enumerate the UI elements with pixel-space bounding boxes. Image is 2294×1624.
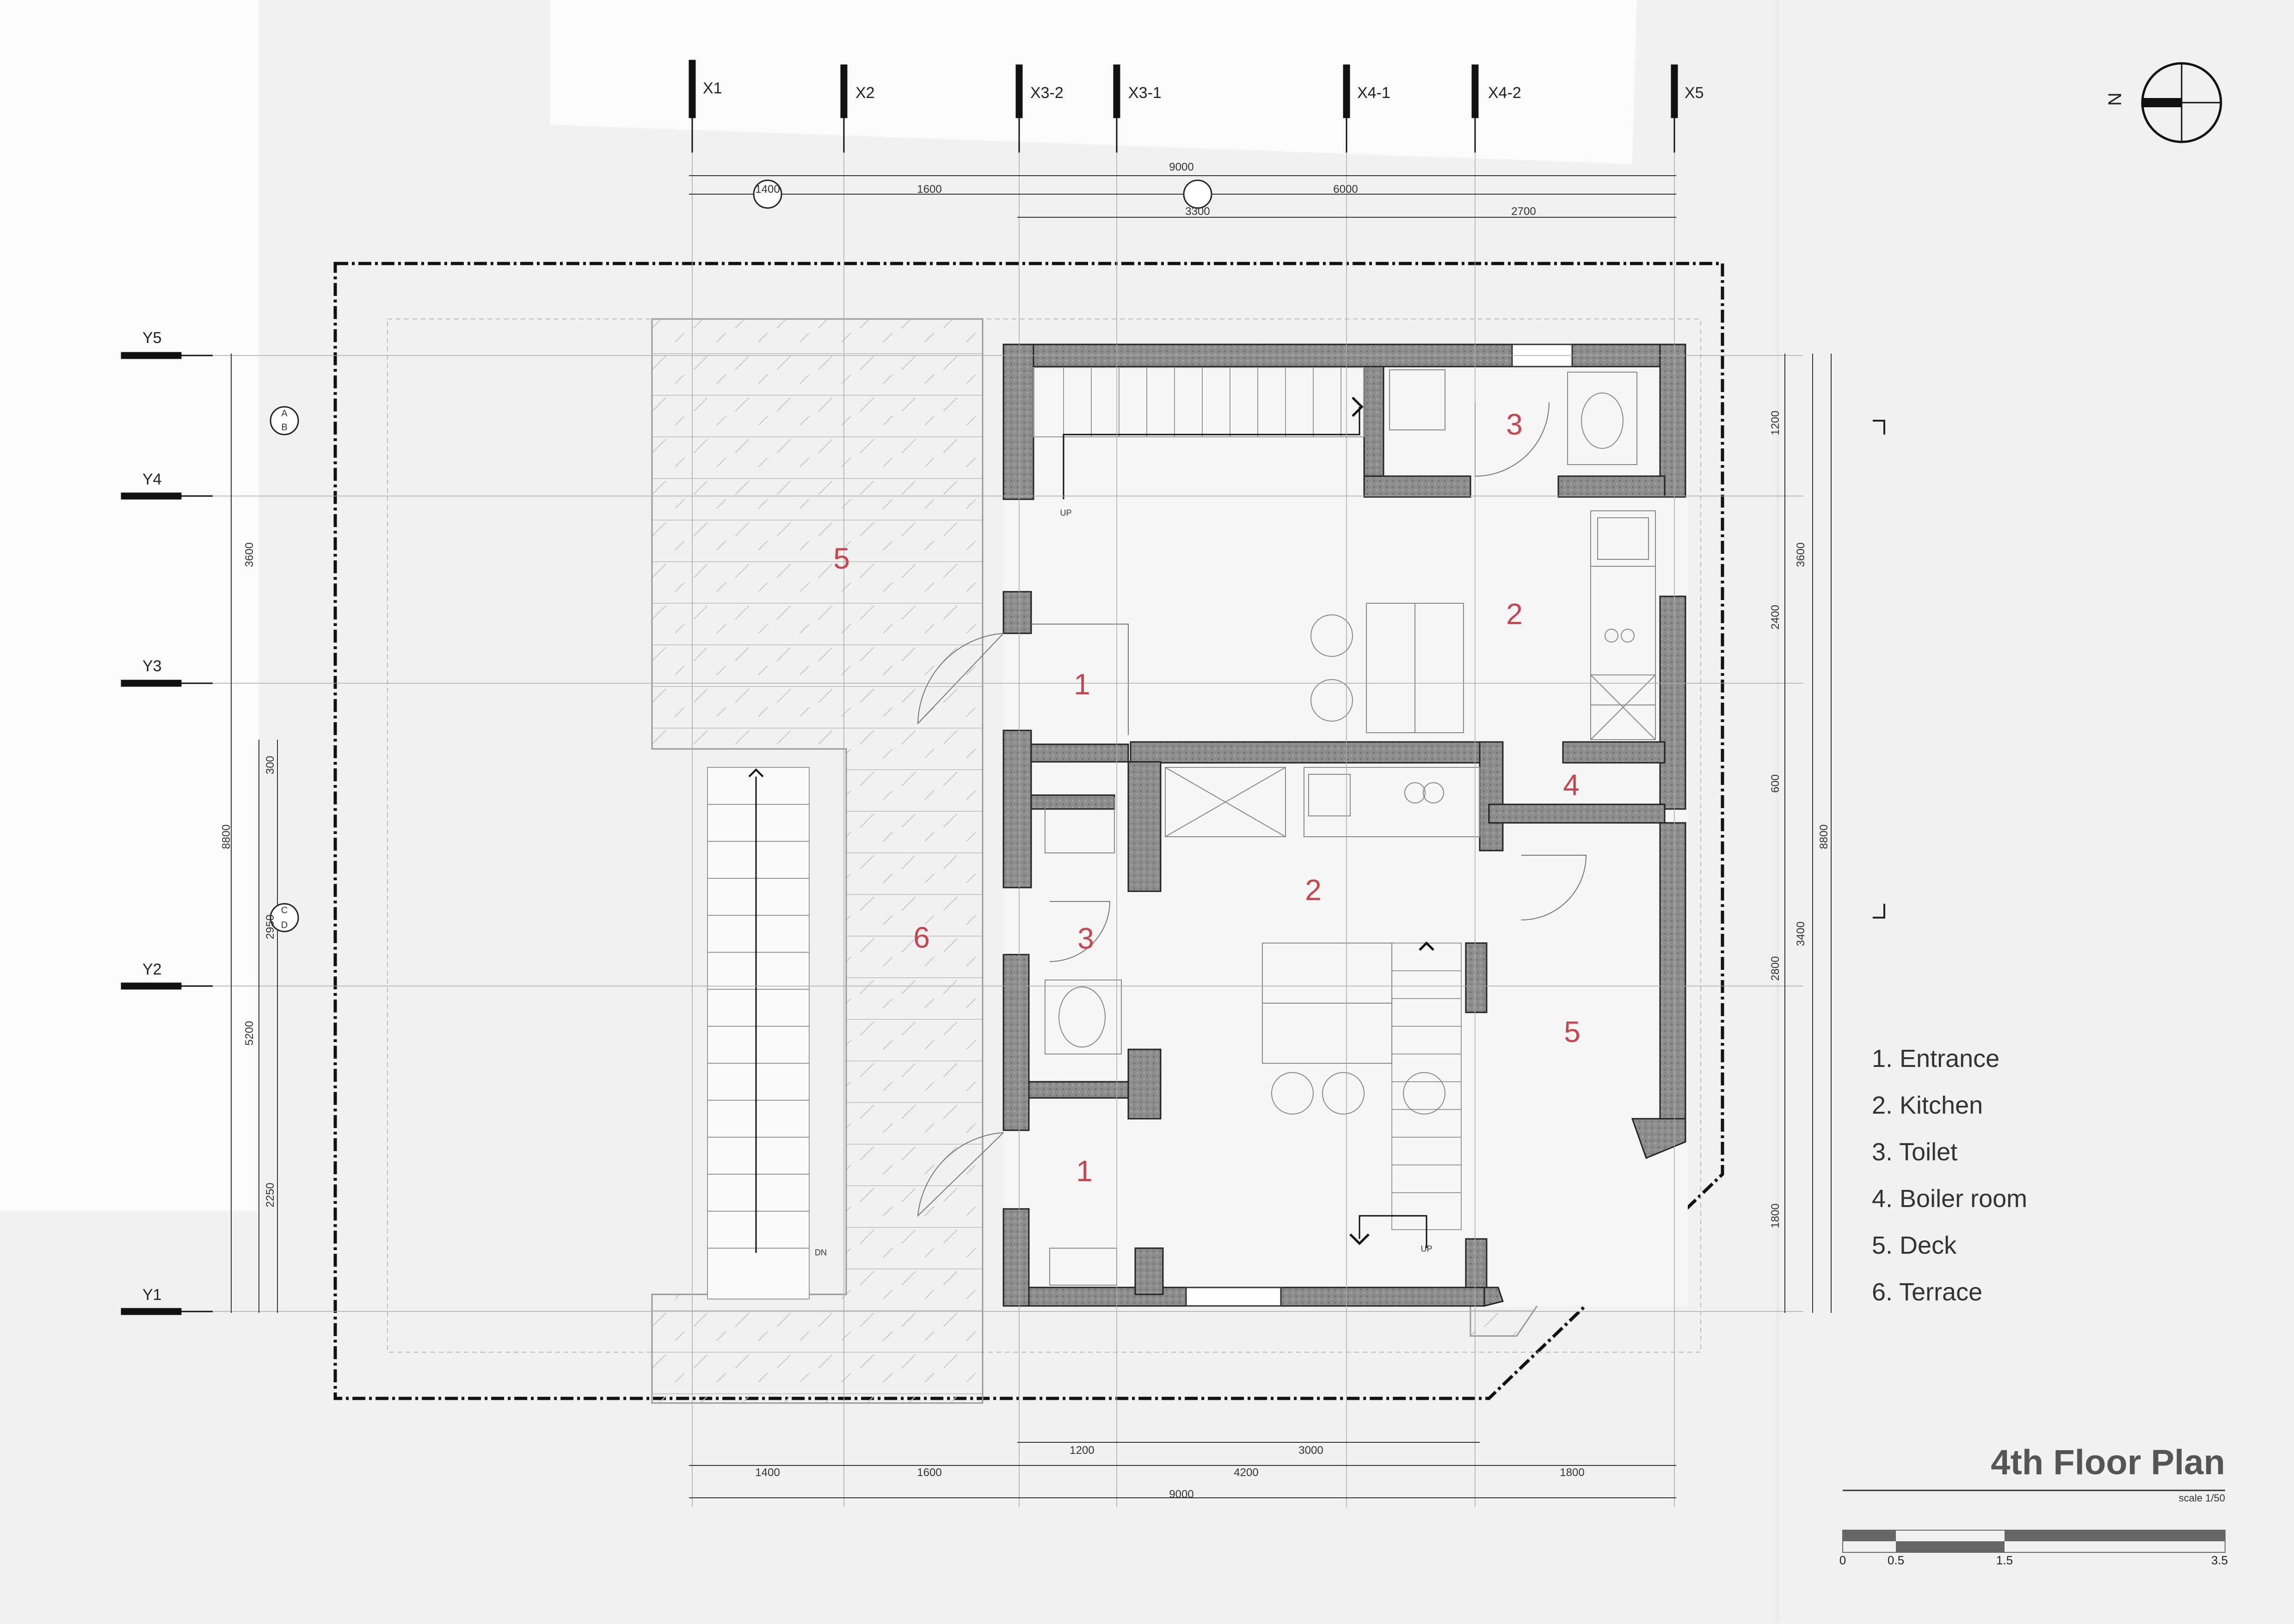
- dim-right-8800: 8800: [1818, 824, 1830, 849]
- grid-y-markers: [121, 352, 213, 1315]
- dim-top-2700: 2700: [1511, 205, 1536, 218]
- dim-bottom-1200: 1200: [1070, 1444, 1095, 1457]
- dim-left-2250: 2250: [264, 1183, 277, 1207]
- room-number-boiler-room: 4: [1563, 768, 1580, 802]
- grid-label-x2: X2: [855, 84, 875, 102]
- north-interior-stair: [1033, 367, 1365, 437]
- stair-arrowhead-south: [1349, 1233, 1370, 1245]
- grid-label-y3: Y3: [142, 657, 162, 675]
- west-exterior-stair: [707, 767, 810, 1299]
- dim-top-total: 9000: [1169, 161, 1194, 173]
- room-number-kitchen-south: 2: [1305, 873, 1322, 907]
- stair-arrow-head-west: [748, 768, 764, 778]
- room-number-deck-east: 5: [1564, 1015, 1581, 1048]
- north-arrow-icon: [2141, 62, 2222, 143]
- stair-label-dn-west: DN: [815, 1248, 827, 1257]
- grid-label-x1: X1: [703, 80, 722, 97]
- stair-label-up-north: UP: [1060, 508, 1072, 518]
- grid-label-y4: Y4: [142, 471, 162, 488]
- room-number-entrance-north: 1: [1074, 668, 1090, 701]
- section-mark-a: A: [281, 408, 288, 419]
- room-number-entrance-south: 1: [1076, 1154, 1093, 1188]
- grid-label-y1: Y1: [142, 1286, 162, 1304]
- grid-x-markers: [689, 60, 1678, 153]
- fixtures: [1045, 369, 1656, 1286]
- site-right-block: [1776, 0, 1779, 1622]
- building-floor: [1003, 344, 1688, 1306]
- doors: [917, 402, 1587, 1217]
- dim-bottom-total: 9000: [1169, 1488, 1194, 1501]
- dim-bottom-3000: 3000: [1298, 1444, 1323, 1457]
- room-number-deck-west: 5: [833, 542, 850, 575]
- section-markers: [270, 179, 1212, 932]
- dim-left-2950: 2950: [264, 914, 277, 939]
- scale-tick-0: 0: [1839, 1553, 1846, 1567]
- room-number-kitchen-north: 2: [1506, 597, 1523, 631]
- site-left-block: [0, 0, 259, 1211]
- grid-label-y5: Y5: [142, 329, 162, 347]
- dim-top-1600: 1600: [917, 183, 942, 196]
- dim-right-3400: 3400: [1795, 921, 1807, 946]
- grid-label-x5: X5: [1685, 84, 1704, 102]
- grid-label-x3-2: X3-2: [1030, 84, 1064, 102]
- grid-label-x4-2: X4-2: [1488, 84, 1521, 102]
- plan-title: 4th Floor Plan: [1991, 1443, 2225, 1482]
- dimension-lines: [231, 175, 1832, 1498]
- room-number-terrace: 6: [913, 921, 930, 954]
- dim-top-3300: 3300: [1185, 205, 1210, 218]
- dim-right-3600: 3600: [1795, 542, 1807, 567]
- legend-item-toilet: 3. Toilet: [1872, 1138, 1958, 1166]
- legend-item-deck: 5. Deck: [1872, 1232, 1957, 1259]
- section-mark-c: C: [281, 905, 288, 916]
- dim-bottom-1800: 1800: [1560, 1466, 1585, 1479]
- south-window: [1185, 1287, 1282, 1307]
- room-number-toilet-south: 3: [1077, 922, 1094, 955]
- scale-tick-0-5: 0.5: [1887, 1553, 1905, 1567]
- grid-label-y2: Y2: [142, 961, 162, 978]
- dim-right-2800: 2800: [1769, 956, 1782, 981]
- stair-arrowhead-north: [1352, 397, 1364, 417]
- stair-arrowhead-south-top: [1419, 941, 1434, 951]
- scale-note: scale 1/50: [2178, 1492, 2225, 1504]
- dim-right-2400: 2400: [1769, 605, 1782, 630]
- grid-extension-lines: [213, 153, 1803, 1507]
- scale-tick-3-5: 3.5: [2211, 1553, 2228, 1567]
- dim-bottom-1600: 1600: [917, 1466, 942, 1479]
- section-lines-right: [1873, 420, 1885, 919]
- section-mark-d: D: [281, 920, 288, 931]
- room-legend: 1. Entrance 2. Kitchen 3. Toilet 4. Boil…: [1872, 1045, 2027, 1325]
- deck-west: [651, 318, 984, 1404]
- dim-left-8800: 8800: [220, 824, 233, 849]
- dim-top-6000: 6000: [1333, 183, 1358, 196]
- stair-label-up-south: UP: [1421, 1244, 1433, 1254]
- dim-right-1200: 1200: [1769, 411, 1782, 435]
- scale-bar: [1842, 1489, 2226, 1553]
- scale-tick-1-5: 1.5: [1996, 1553, 2013, 1567]
- dim-left-5200: 5200: [243, 1021, 256, 1046]
- room-number-toilet-north: 3: [1506, 408, 1523, 441]
- grid-label-x3-1: X3-1: [1128, 84, 1162, 102]
- site-top-block: [550, 0, 1637, 164]
- dim-right-1800: 1800: [1769, 1203, 1782, 1228]
- dim-right-600: 600: [1769, 774, 1782, 793]
- dim-left-300: 300: [264, 755, 277, 775]
- legend-item-terrace: 6. Terrace: [1872, 1278, 1983, 1306]
- grid-label-x4-1: X4-1: [1357, 84, 1390, 102]
- section-mark-b: B: [281, 422, 288, 433]
- stair-arrow-south: [1359, 1215, 1427, 1248]
- legend-item-kitchen: 2. Kitchen: [1872, 1091, 1983, 1119]
- dim-top-1400: 1400: [755, 183, 780, 196]
- dim-left-3600: 3600: [243, 542, 256, 567]
- north-label: N: [2104, 92, 2125, 106]
- dim-bottom-4200: 4200: [1234, 1466, 1259, 1479]
- dim-bottom-1400: 1400: [755, 1466, 780, 1479]
- legend-item-boiler-room: 4. Boiler room: [1872, 1185, 2028, 1213]
- legend-item-entrance: 1. Entrance: [1872, 1045, 2000, 1072]
- stair-arrow-north: [1063, 407, 1360, 499]
